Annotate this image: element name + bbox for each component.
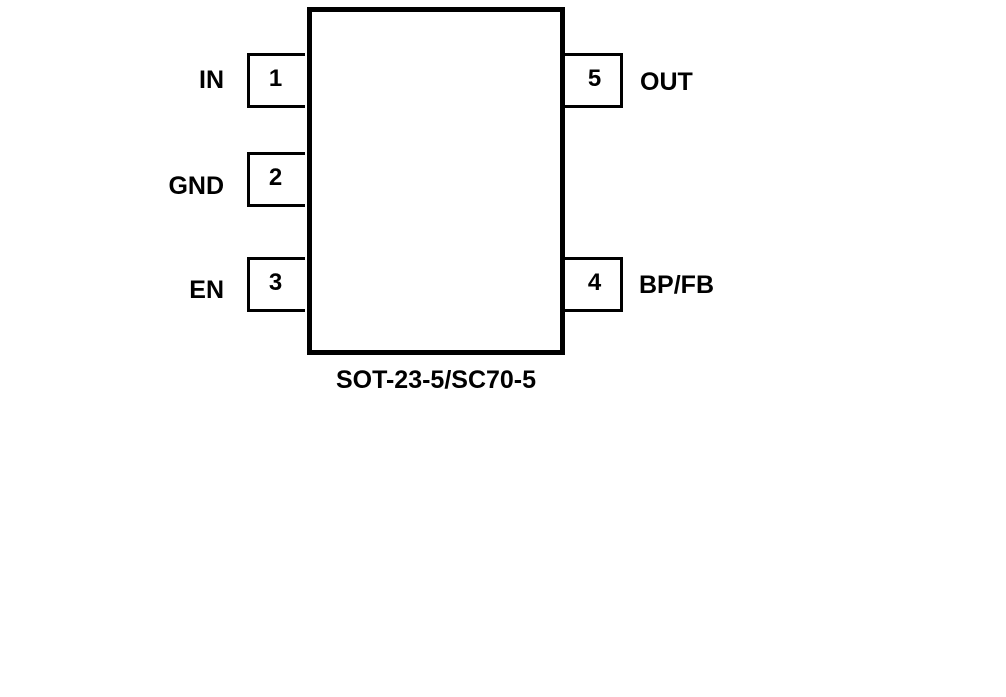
pin-1-label: IN [199, 66, 224, 94]
pin-1-lead: 1 [247, 53, 305, 108]
pin-4-label: BP/FB [639, 271, 714, 299]
pin-3-lead: 3 [247, 257, 305, 312]
pin-4-lead: 4 [565, 257, 623, 312]
pin-5-lead: 5 [565, 53, 623, 108]
pin-3-number: 3 [268, 269, 283, 296]
pin-4-number: 4 [587, 269, 602, 296]
pin-2-lead: 2 [247, 152, 305, 207]
pin-3-label: EN [189, 276, 224, 304]
package-label: SOT-23-5/SC70-5 [335, 366, 537, 394]
pin-5-number: 5 [587, 65, 602, 92]
ic-package-body [307, 7, 565, 355]
pin-2-number: 2 [268, 164, 283, 191]
pin-1-number: 1 [268, 65, 283, 92]
pin-5-label: OUT [640, 68, 693, 96]
pin-2-label: GND [168, 172, 224, 200]
